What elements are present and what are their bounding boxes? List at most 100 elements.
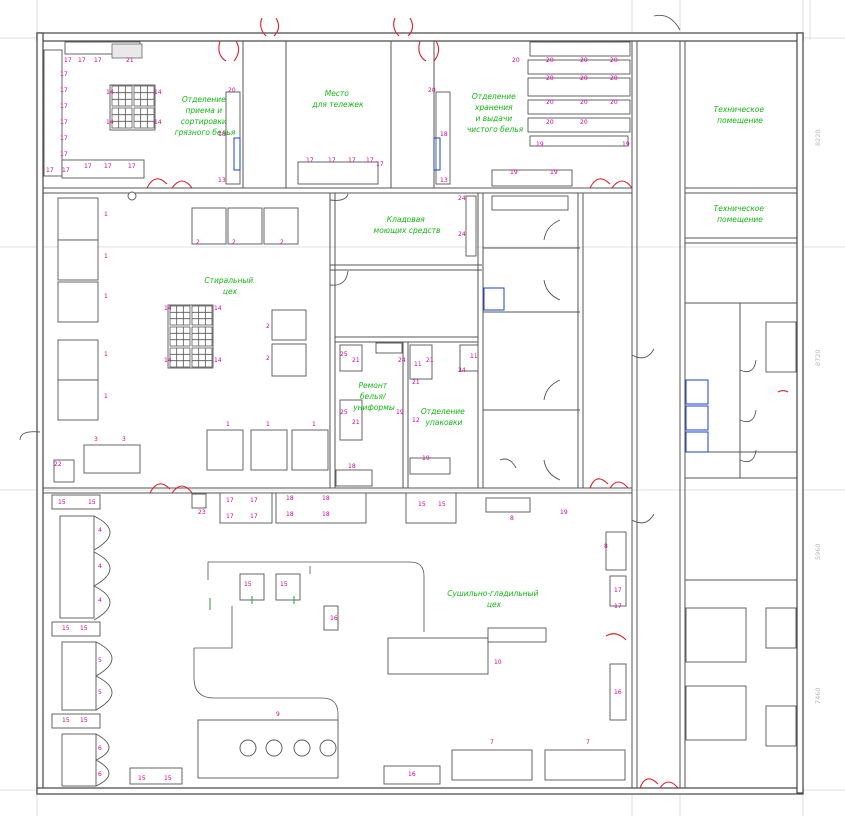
equipment-number-label: 18 bbox=[286, 511, 294, 518]
equipment-number-label: 19 bbox=[536, 141, 544, 148]
equipment-number-label: 17 bbox=[62, 167, 70, 174]
equipment-number-label: 25 bbox=[340, 351, 348, 358]
equipment-number-label: 24 bbox=[458, 231, 466, 238]
outer-walls bbox=[36, 32, 804, 795]
equipment-number-label: 21 bbox=[412, 379, 420, 386]
equipment-number-label: 14 bbox=[214, 305, 222, 312]
room-name-packing: Отделение упаковки bbox=[421, 407, 467, 427]
equipment-number-label: 17 bbox=[104, 163, 112, 170]
sorting-cell bbox=[191, 326, 213, 347]
interior-doors bbox=[19, 14, 757, 524]
equipment-number-label: 17 bbox=[78, 57, 86, 64]
equipment-number-label: 14 bbox=[154, 119, 162, 126]
equipment-number-label: 20 bbox=[580, 57, 588, 64]
sorting-cell bbox=[111, 107, 133, 129]
equipment-number-label: 1 bbox=[104, 253, 108, 260]
equipment-number-label: 5 bbox=[98, 689, 102, 696]
equipment-number-label: 1 bbox=[266, 421, 270, 428]
sorting-cell bbox=[169, 305, 191, 326]
equipment-number-label: 16 bbox=[614, 689, 622, 696]
equipment-number-label: 15 bbox=[138, 775, 146, 782]
dimension-labels: 8220 8720 5960 7460 bbox=[814, 129, 822, 704]
equipment-number-label: 20 bbox=[610, 99, 618, 106]
room-name-repair: Ремонт белья/ униформы bbox=[352, 381, 395, 412]
equipment-number-label: 15 bbox=[438, 501, 446, 508]
equipment-number-label: 15 bbox=[244, 581, 252, 588]
room-name-drying-ironing: Сушильно-гладильный цех bbox=[447, 589, 541, 609]
equipment-number-label: 18 bbox=[440, 131, 448, 138]
equipment-number-label: 17 bbox=[366, 157, 374, 164]
equipment-number-label: 18 bbox=[286, 495, 294, 502]
equipment-number-label: 17 bbox=[60, 151, 68, 158]
equipment-number-label: 19 bbox=[396, 409, 404, 416]
equipment-number-label: 17 bbox=[60, 135, 68, 142]
equipment-number-label: 1 bbox=[104, 293, 108, 300]
sorting-cell bbox=[133, 85, 155, 107]
equipment-number-label: 2 bbox=[266, 323, 270, 330]
equipment-number-label: 15 bbox=[58, 499, 66, 506]
equipment-number-label: 17 bbox=[94, 57, 102, 64]
equipment-number-label: 17 bbox=[60, 87, 68, 94]
equipment-number-label: 15 bbox=[80, 717, 88, 724]
equipment-number-label: 20 bbox=[228, 87, 236, 94]
equipment-number-label: 21 bbox=[352, 419, 360, 426]
equipment-number-label: 18 bbox=[322, 511, 330, 518]
equipment-number-label: 19 bbox=[422, 455, 430, 462]
equipment-number-label: 3 bbox=[94, 436, 98, 443]
equipment-layer bbox=[43, 41, 797, 787]
dimension-label: 8220 bbox=[814, 129, 822, 146]
equipment-number-label: 14 bbox=[164, 357, 172, 364]
equipment-number-label: 15 bbox=[80, 625, 88, 632]
sorting-tables bbox=[111, 85, 213, 368]
equipment-number-label: 20 bbox=[580, 119, 588, 126]
equipment-number-label: 4 bbox=[98, 597, 102, 604]
equipment-number-label: 17 bbox=[226, 513, 234, 520]
room-names: Отделение приема и сортировки грязного б… bbox=[175, 89, 767, 609]
equipment-number-label: 16 bbox=[408, 771, 416, 778]
equipment-number-label: 14 bbox=[154, 89, 162, 96]
equipment-number-label: 15 bbox=[418, 501, 426, 508]
equipment-number-label: 1 bbox=[312, 421, 316, 428]
equipment-number-label: 1 bbox=[226, 421, 230, 428]
sorting-cell bbox=[111, 85, 133, 107]
equipment-number-label: 20 bbox=[512, 57, 520, 64]
equipment-number-label: 20 bbox=[546, 75, 554, 82]
equipment-number-label: 22 bbox=[54, 461, 62, 468]
equipment-number-label: 15 bbox=[280, 581, 288, 588]
equipment-number-label: 25 bbox=[340, 409, 348, 416]
equipment-number-label: 17 bbox=[60, 119, 68, 126]
equipment-number-label: 3 bbox=[122, 436, 126, 443]
dimension-label: 7460 bbox=[814, 687, 822, 704]
equipment-number-label: 7 bbox=[490, 739, 494, 746]
sorting-cell bbox=[169, 347, 191, 368]
equipment-number-label: 9 bbox=[276, 711, 280, 718]
equipment-number-label: 7 bbox=[586, 739, 590, 746]
equipment-number-label: 15 bbox=[62, 717, 70, 724]
sorting-cell bbox=[169, 326, 191, 347]
equipment-number-label: 19 bbox=[622, 141, 630, 148]
equipment-number-label: 12 bbox=[412, 417, 420, 424]
equipment-number-label: 18 bbox=[322, 495, 330, 502]
equipment-number-label: 17 bbox=[226, 497, 234, 504]
equipment-number-label: 8 bbox=[604, 543, 608, 550]
equipment-number-label: 17 bbox=[128, 163, 136, 170]
room-name-tech-1: Техническое помещение bbox=[714, 105, 767, 125]
equipment-number-label: 18 bbox=[348, 463, 356, 470]
equipment-number-label: 6 bbox=[98, 745, 102, 752]
equipment-number-label: 18 bbox=[218, 131, 226, 138]
room-name-washing: Стиральный цех bbox=[204, 276, 255, 296]
equipment-number-label: 20 bbox=[580, 99, 588, 106]
equipment-number-label: 20 bbox=[546, 99, 554, 106]
sorting-cell bbox=[133, 107, 155, 129]
equipment-number-label: 1 bbox=[104, 211, 108, 218]
equipment-number-label: 17 bbox=[60, 103, 68, 110]
equipment-number-label: 17 bbox=[250, 497, 258, 504]
equipment-number-label: 20 bbox=[610, 75, 618, 82]
equipment-number-label: 19 bbox=[550, 169, 558, 176]
equipment-number-label: 14 bbox=[214, 357, 222, 364]
equipment-number-label: 6 bbox=[98, 771, 102, 778]
sorting-cell bbox=[191, 305, 213, 326]
equipment-number-label: 17 bbox=[614, 603, 622, 610]
equipment-number-label: 21 bbox=[352, 357, 360, 364]
